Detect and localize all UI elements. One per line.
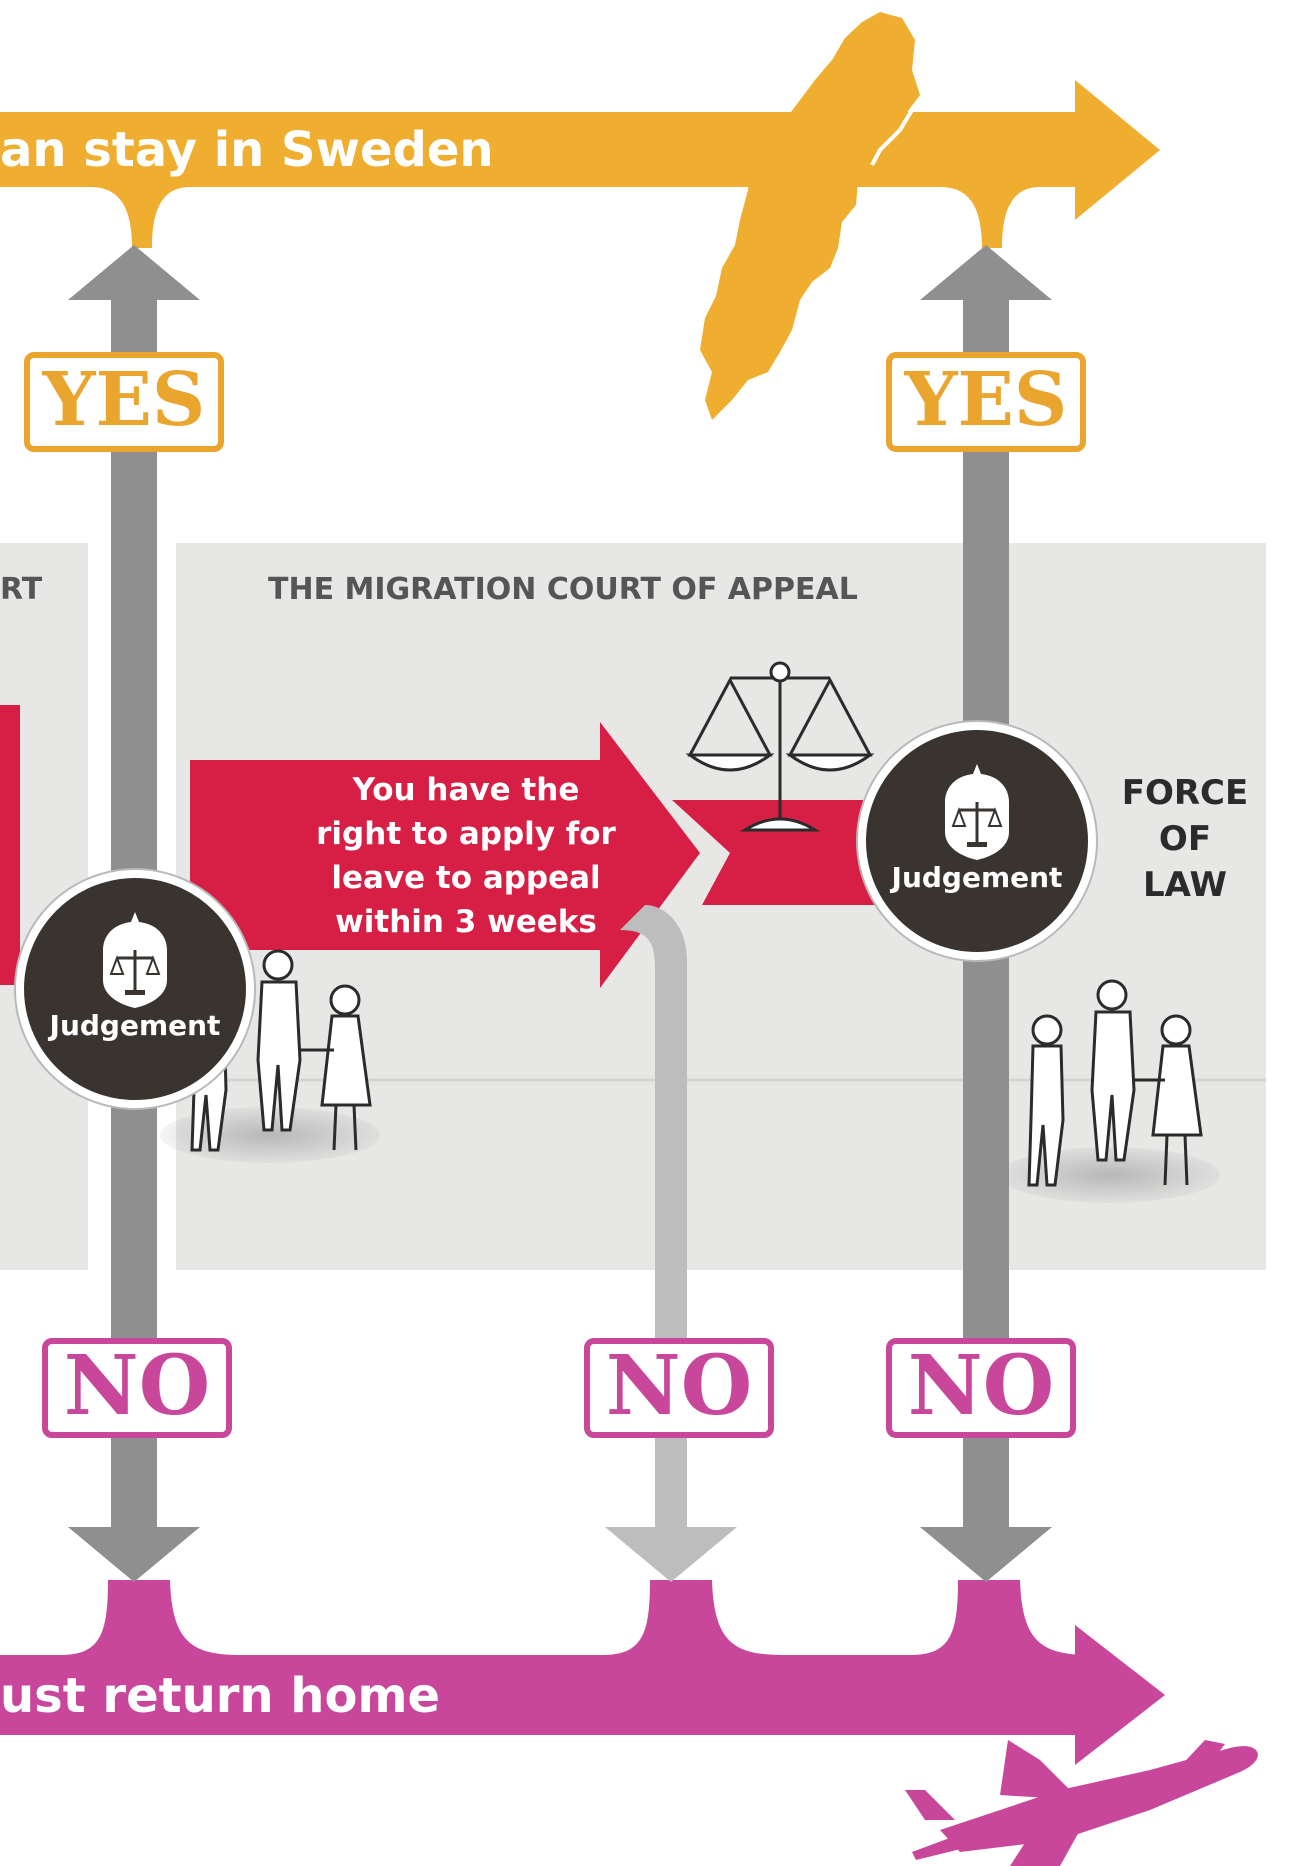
left-panel-title: RT xyxy=(0,572,43,607)
yes-stamp-2: YES xyxy=(886,352,1086,452)
judgement-label-2: Judgement xyxy=(891,861,1063,894)
appeal-line-4: within 3 weeks xyxy=(335,904,597,940)
judgement-circle-1: Judgement xyxy=(16,870,254,1108)
court-arrows xyxy=(0,705,880,988)
sweden-map-icon xyxy=(700,12,920,420)
appeal-court-title: THE MIGRATION COURT OF APPEAL xyxy=(268,572,858,607)
appeal-line-3: leave to appeal xyxy=(331,860,601,896)
scales-of-justice-icon xyxy=(685,661,875,832)
gavel-shield-icon xyxy=(945,764,1009,860)
return-home-banner xyxy=(0,1580,1165,1765)
return-home-label: ust return home xyxy=(0,1668,441,1724)
appeal-arrow-text: You have the right to apply for leave to… xyxy=(296,768,636,944)
force-of-law-line-2: OF xyxy=(1158,819,1212,859)
no-stamp-2: NO xyxy=(584,1338,774,1438)
stay-in-sweden-label: an stay in Sweden xyxy=(0,122,494,178)
force-of-law-line-3: LAW xyxy=(1143,865,1227,905)
yes-stamp-1: YES xyxy=(24,352,224,452)
appeal-line-1: You have the xyxy=(352,772,580,808)
no-stamp-1: NO xyxy=(42,1338,232,1438)
stay-in-sweden-banner xyxy=(0,80,1160,248)
force-of-law-label: FORCE OF LAW xyxy=(1110,770,1260,908)
judgement-label-1: Judgement xyxy=(49,1009,221,1042)
people-handshake-icon xyxy=(160,949,1220,1203)
airplane-icon xyxy=(905,1740,1258,1866)
gavel-shield-icon xyxy=(103,912,167,1008)
no-stamp-3: NO xyxy=(886,1338,1076,1438)
force-of-law-line-1: FORCE xyxy=(1121,773,1249,813)
judgement-circle-2: Judgement xyxy=(858,722,1096,960)
appeal-line-2: right to apply for xyxy=(316,816,616,852)
